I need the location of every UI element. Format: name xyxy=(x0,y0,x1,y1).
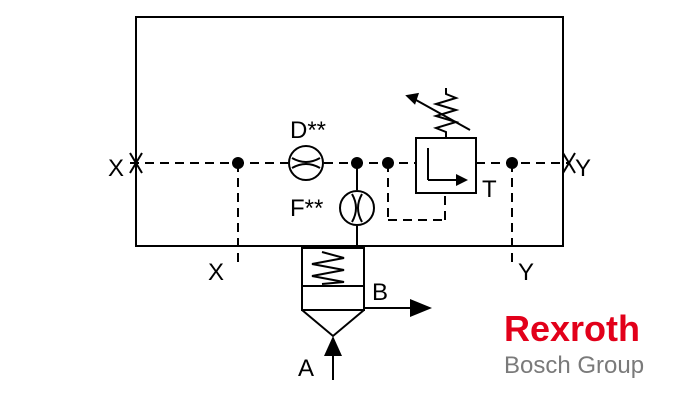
label-x-left: X xyxy=(108,155,124,182)
adjustable-spring-icon xyxy=(405,88,471,138)
junction-dot xyxy=(351,157,363,169)
logo-group: Bosch Group xyxy=(504,352,644,379)
flow-arrow-a-icon xyxy=(324,336,342,380)
flow-arrow-b-icon xyxy=(364,299,432,317)
pilot-line xyxy=(130,162,570,262)
main-spring-icon xyxy=(311,251,345,285)
port-x-cross-icon xyxy=(129,152,143,174)
logo-brand: Rexroth xyxy=(504,308,640,349)
label-port-b: B xyxy=(372,279,388,306)
junction-dot xyxy=(382,157,394,169)
port-y-cross-icon xyxy=(562,152,576,174)
valve-body-outline xyxy=(135,16,564,247)
orifice-d-icon xyxy=(288,145,324,181)
label-y-bottom: Y xyxy=(518,259,534,286)
label-port-a: A xyxy=(298,355,314,382)
label-x-bottom: X xyxy=(208,259,224,286)
junction-dot xyxy=(232,157,244,169)
pilot-relief-valve xyxy=(415,137,477,194)
label-tank: T xyxy=(482,176,497,203)
orifice-f-icon xyxy=(339,190,375,226)
label-orifice-f: F** xyxy=(290,195,323,222)
junction-dot xyxy=(506,157,518,169)
main-cartridge-valve xyxy=(301,247,365,338)
label-orifice-d: D** xyxy=(290,117,326,144)
label-y-right: Y xyxy=(575,155,591,182)
